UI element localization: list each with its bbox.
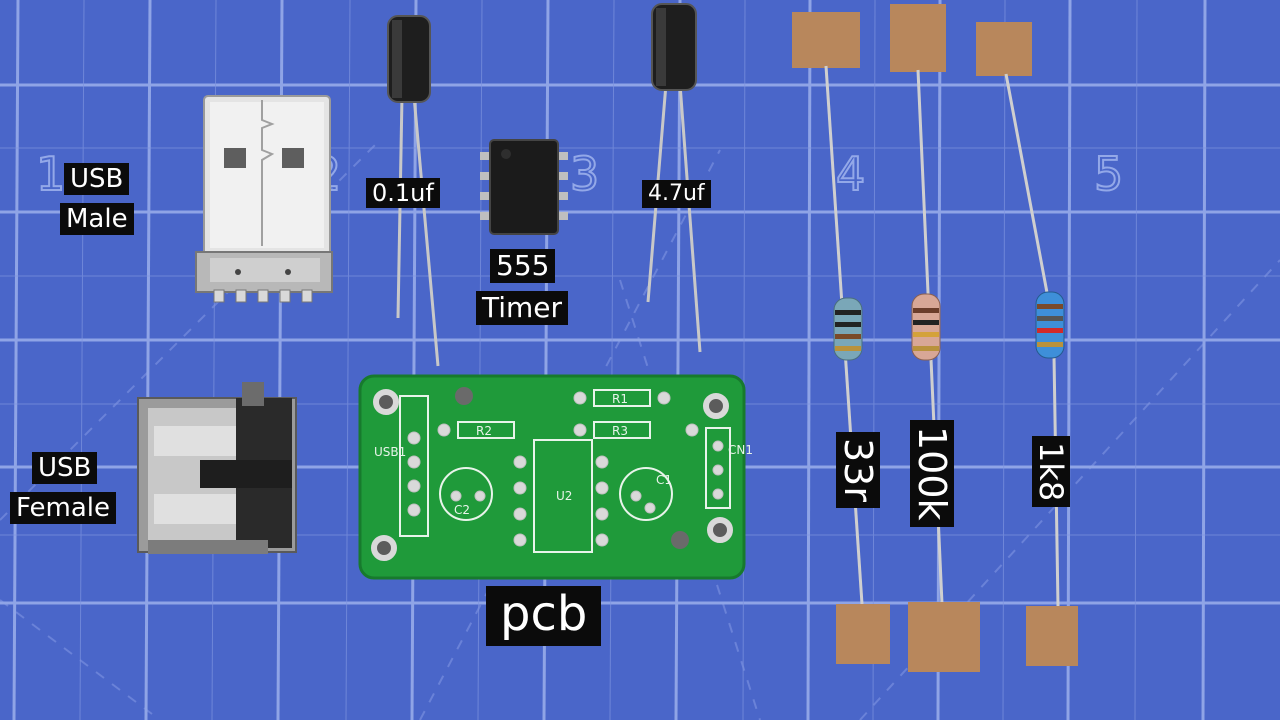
label-capacitor-large: 4.7uf bbox=[642, 180, 711, 208]
silk-u2: U2 bbox=[556, 489, 572, 503]
mat-number-3: 3 bbox=[570, 147, 599, 201]
resistor-1k8 bbox=[976, 22, 1078, 666]
label-capacitor-small: 0.1uf bbox=[366, 178, 440, 208]
label-timer-line2: Timer bbox=[476, 291, 569, 325]
usb-male-connector bbox=[195, 95, 333, 303]
silk-cn1: CN1 bbox=[728, 443, 753, 457]
label-usb-female-line2: Female bbox=[10, 492, 117, 524]
label-resistor-1k8: 1k8 bbox=[1032, 436, 1070, 508]
timer-ic-chip bbox=[480, 139, 568, 235]
silk-r3: R3 bbox=[612, 424, 628, 438]
label-pcb: pcb bbox=[486, 586, 602, 646]
label-timer-line1: 555 bbox=[490, 249, 556, 283]
mat-number-1: 1 bbox=[36, 147, 65, 201]
label-usb-female-line1: USB bbox=[32, 452, 98, 484]
label-resistor-100k: 100k bbox=[910, 420, 954, 527]
silk-c1: C1 bbox=[656, 473, 672, 487]
mat-number-5: 5 bbox=[1094, 147, 1123, 201]
mat-number-4: 4 bbox=[836, 147, 865, 201]
silk-usb1: USB1 bbox=[374, 445, 406, 459]
usb-female-connector bbox=[137, 382, 297, 554]
silk-r1: R1 bbox=[612, 392, 628, 406]
mat-numbers: 1 2 3 4 5 bbox=[35, 146, 1124, 202]
pcb-board: R2 R3 R1 C2 C1 U2 USB1 CN1 bbox=[358, 374, 753, 580]
resistor-33r bbox=[792, 12, 890, 664]
label-resistor-33r: 33r bbox=[836, 432, 880, 508]
silk-r2: R2 bbox=[476, 424, 492, 438]
silk-c2: C2 bbox=[454, 503, 470, 517]
label-usb-male-line2: Male bbox=[60, 203, 134, 235]
label-usb-male-line1: USB bbox=[64, 163, 130, 195]
